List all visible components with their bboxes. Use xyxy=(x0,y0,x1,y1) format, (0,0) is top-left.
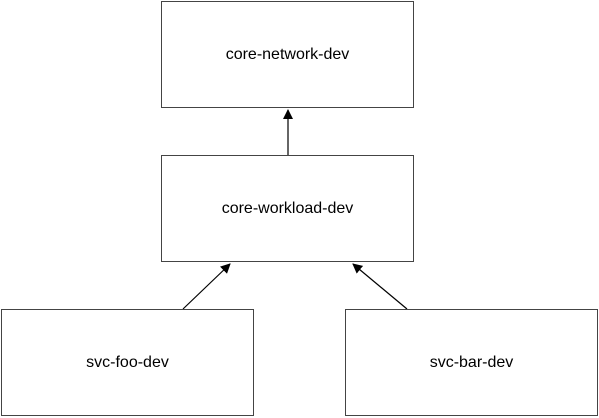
node-svc-foo-dev: svc-foo-dev xyxy=(1,309,254,416)
edge-svc-foo-to-core-workload xyxy=(182,263,231,310)
node-label: core-workload-dev xyxy=(221,199,354,217)
node-svc-bar-dev: svc-bar-dev xyxy=(345,309,598,416)
edge-svc-bar-to-core-workload xyxy=(352,263,408,310)
node-label: svc-foo-dev xyxy=(86,353,169,371)
node-core-network-dev: core-network-dev xyxy=(161,1,414,108)
node-core-workload-dev: core-workload-dev xyxy=(161,155,414,262)
node-label: core-network-dev xyxy=(225,45,350,63)
node-label: svc-bar-dev xyxy=(429,353,514,371)
